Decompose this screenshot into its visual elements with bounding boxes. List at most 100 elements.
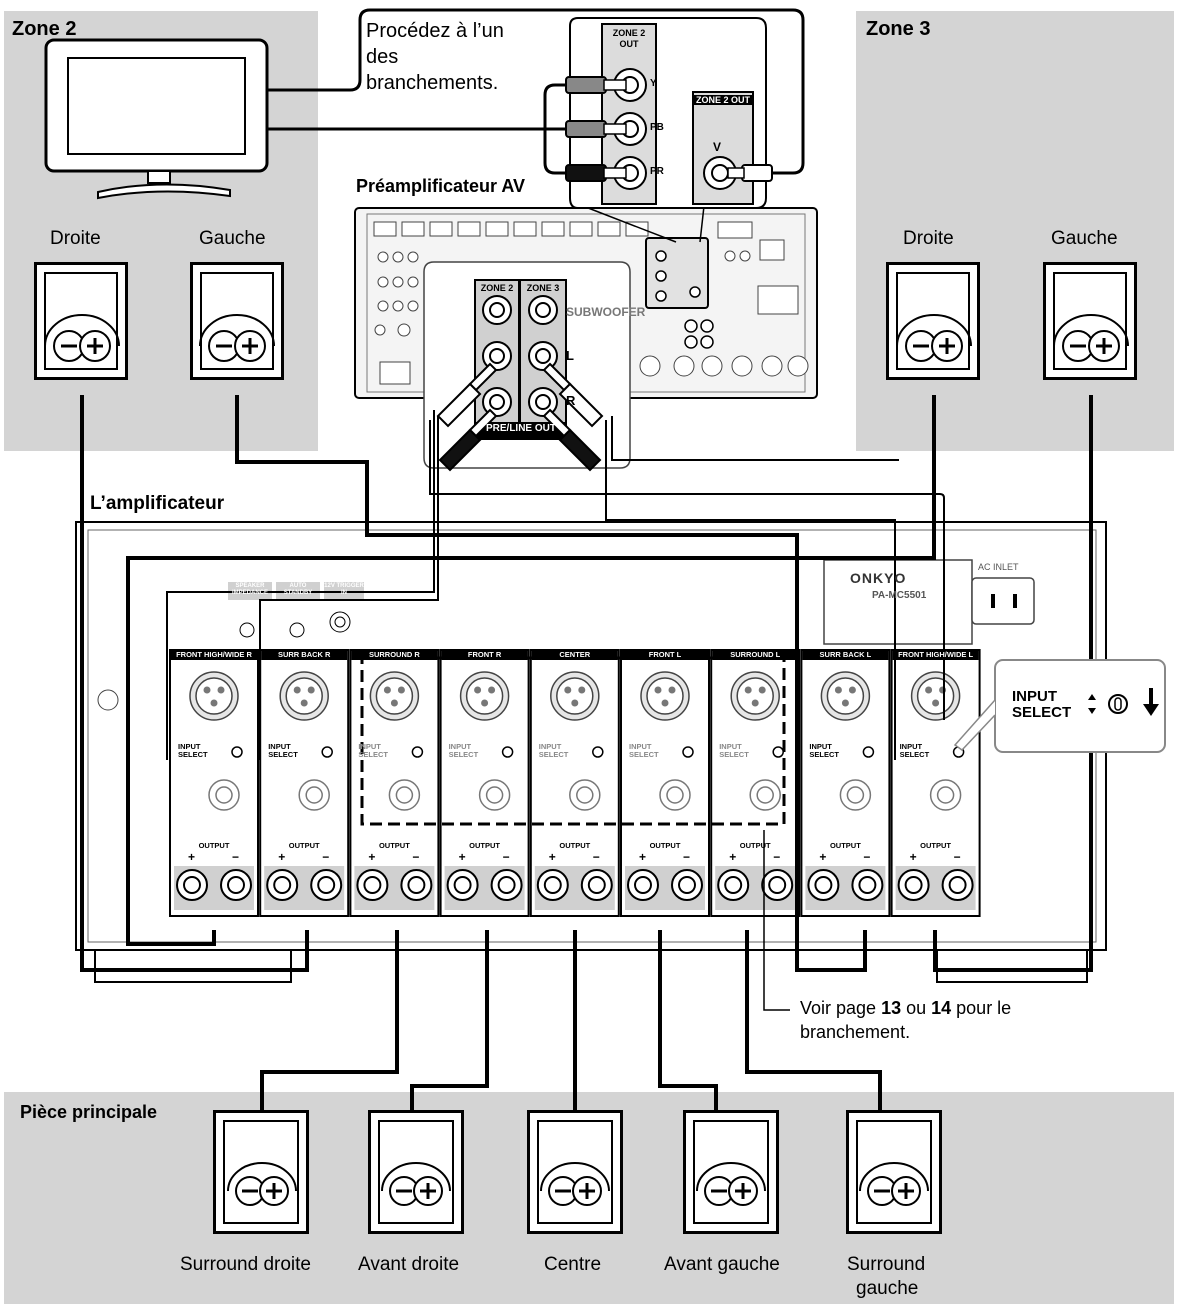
minus-text: − <box>592 850 600 864</box>
channel-module <box>349 649 440 917</box>
speaker-impedance-label: SPEAKER IMPEDANCE <box>231 583 268 596</box>
zone2-out-video-label: ZONE 2 OUT <box>694 95 752 105</box>
preline-out-zoom <box>423 261 631 472</box>
output-text: OUTPUT <box>739 841 771 850</box>
output-text: OUTPUT <box>559 841 591 850</box>
output-text: OUTPUT <box>198 841 230 850</box>
input-select-text: INPUT SELECT <box>899 742 930 759</box>
plus-text: + <box>729 850 737 864</box>
preamp-title: Préamplificateur AV <box>356 176 526 196</box>
minus-text: − <box>683 850 691 864</box>
output-text: OUTPUT <box>378 841 410 850</box>
minus-text: − <box>502 850 510 864</box>
zone2-left-speaker <box>190 262 284 380</box>
minus-text: − <box>863 850 871 864</box>
channel-label: FRONT HIGH/WIDE L <box>898 650 974 659</box>
zone3-left-speaker <box>1043 262 1137 380</box>
preline-r-label: R <box>566 393 576 408</box>
trigger-in-label: 12V TRIGGER IN <box>324 583 364 596</box>
rca-cables <box>166 410 945 760</box>
label-surround-gauche-2: gauche <box>856 1278 919 1299</box>
input-select-text: INPUT SELECT <box>178 742 208 759</box>
plus-text: + <box>188 850 196 864</box>
preamp-note-line1: Procédez à l’un <box>366 20 504 42</box>
input-select-text: INPUT SELECT <box>358 742 388 759</box>
input-select-text: INPUT SELECT <box>448 742 479 759</box>
zone2-left-label: Gauche <box>199 228 266 249</box>
channel-label: FRONT L <box>648 650 682 659</box>
plus-text: + <box>278 850 286 864</box>
channel-module <box>169 649 259 917</box>
label-avant-droite: Avant droite <box>358 1254 460 1275</box>
input-select-text: INPUT SELECT <box>629 742 659 759</box>
output-text: OUTPUT <box>288 841 320 850</box>
channel-module <box>259 649 350 917</box>
input-select-text: INPUT SELECT <box>268 742 298 759</box>
output-text: OUTPUT <box>920 841 952 850</box>
channel-module <box>620 649 710 917</box>
main-center-speaker <box>527 1110 623 1234</box>
preline-zone3-label: ZONE 3 <box>526 283 560 293</box>
amplifier-title: L’amplificateur <box>90 493 225 514</box>
channel-module <box>529 649 620 917</box>
plus-text: + <box>639 850 647 864</box>
label-surround-gauche-1: Surround <box>847 1254 926 1275</box>
channel-modules <box>169 649 981 917</box>
minus-text: − <box>232 850 240 864</box>
minus-text: − <box>412 850 420 864</box>
preline-out-label: PRE/LINE OUT <box>485 423 556 434</box>
input-select-text: INPUT SELECT <box>719 742 749 759</box>
channel-label: SURROUND R <box>368 650 420 659</box>
plus-text: + <box>458 850 466 864</box>
output-text: OUTPUT <box>649 841 681 850</box>
channel-label: SURROUND L <box>730 650 781 659</box>
preline-zone2-label: ZONE 2 <box>480 283 514 293</box>
plus-text: + <box>368 850 376 864</box>
amp-brand: ONKYO <box>850 570 907 586</box>
label-centre: Centre <box>544 1254 602 1275</box>
plus-text: + <box>548 850 556 864</box>
main-room-title: Pièce principale <box>20 1102 158 1122</box>
jack-pr-label: PR <box>650 166 664 177</box>
minus-text: − <box>773 850 781 864</box>
tv-icon <box>44 38 269 200</box>
jack-v-label: V <box>713 140 722 154</box>
preamp-note-line3: branchements. <box>366 72 499 94</box>
jack-y-label: Y <box>650 78 657 89</box>
plus-text: + <box>819 850 827 864</box>
channel-label: SURR BACK L <box>819 650 872 659</box>
minus-text: − <box>953 850 961 864</box>
plus-text: + <box>909 850 917 864</box>
zone2-right-speaker <box>34 262 128 380</box>
channel-module <box>890 649 981 917</box>
note-line1: Voir page 13 ou 14 pour le <box>800 998 1012 1018</box>
main-front-left-speaker <box>683 1110 779 1234</box>
subwoofer-label: SUBWOOFER <box>566 305 646 319</box>
zone3-title: Zone 3 <box>866 18 931 40</box>
note-line2: branchement. <box>800 1022 911 1042</box>
label-surround-droite: Surround droite <box>180 1254 311 1275</box>
channel-module <box>800 649 891 917</box>
output-text: OUTPUT <box>469 841 501 850</box>
zone3-right-speaker <box>886 262 980 380</box>
output-text: OUTPUT <box>829 841 861 850</box>
callout-input: INPUT <box>1012 688 1057 705</box>
zone2-out-component-label: ZONE 2 OUT <box>612 28 646 49</box>
preamp-note-line2: des <box>366 46 399 68</box>
channel-label: SURR BACK R <box>277 650 331 659</box>
jack-pb-label: PB <box>650 122 664 133</box>
minus-text: − <box>322 850 330 864</box>
input-select-text: INPUT SELECT <box>538 742 569 759</box>
channel-module <box>439 649 530 917</box>
auto-standby-label: AUTO STANDBY <box>283 583 313 596</box>
dashed-outline <box>360 656 786 826</box>
zone3-right-label: Droite <box>903 228 954 249</box>
input-select-text: INPUT SELECT <box>809 742 839 759</box>
input-select-callout <box>953 659 1166 753</box>
channel-label: FRONT HIGH/WIDE R <box>176 650 252 659</box>
preline-l-label: L <box>566 348 574 363</box>
main-front-right-speaker <box>368 1110 464 1234</box>
amp-model: PA-MC5501 <box>872 590 927 601</box>
